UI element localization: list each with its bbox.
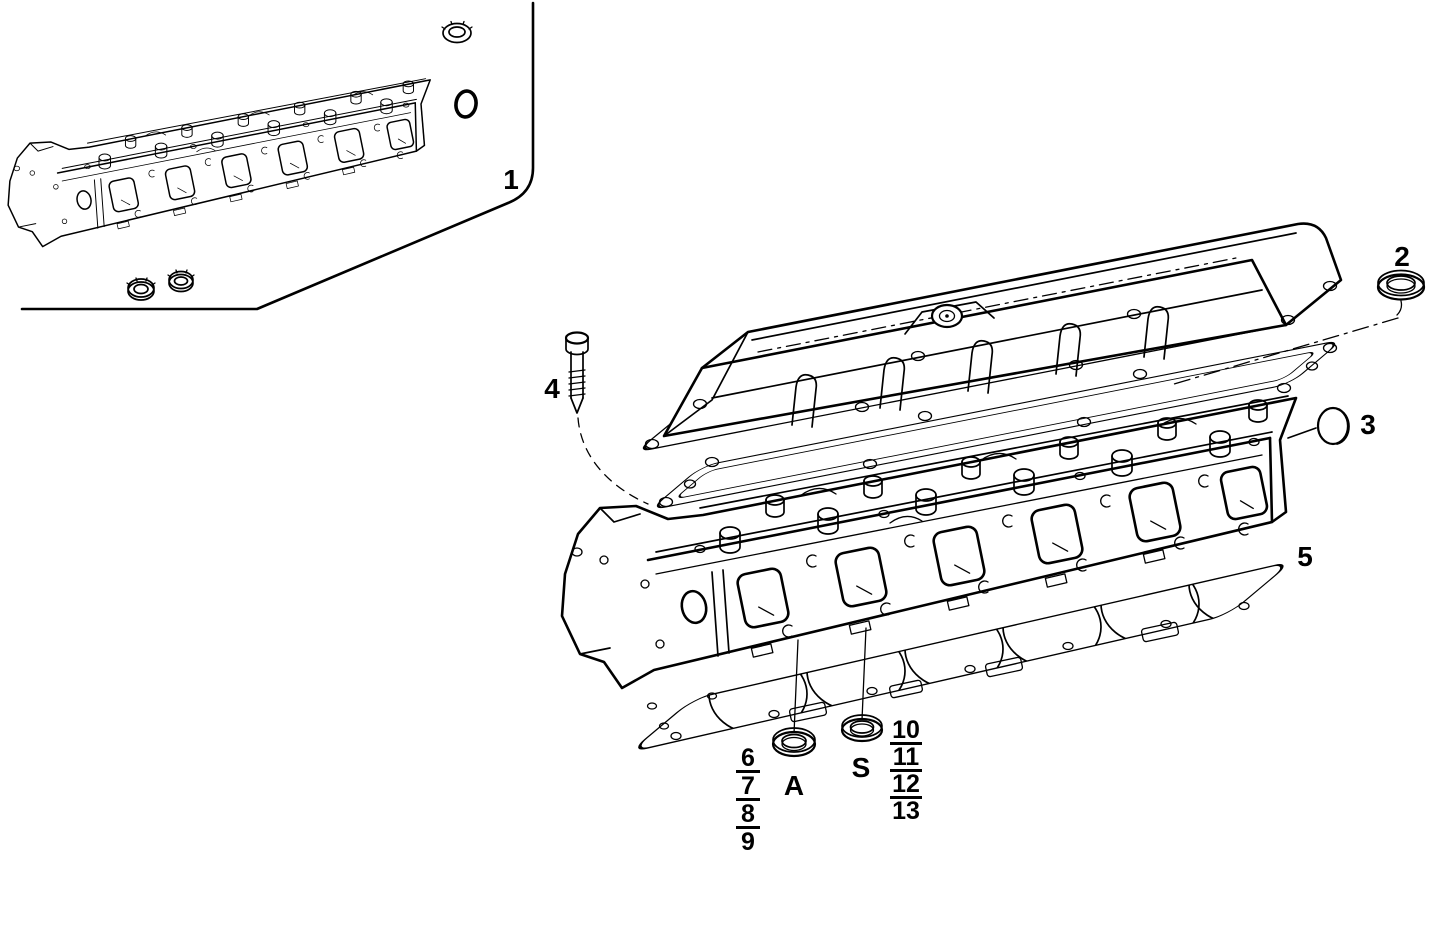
inset-cylinder-head	[7, 77, 431, 248]
washer-s-drawing	[840, 627, 884, 743]
callout-2: 2	[1394, 241, 1410, 272]
fraction-line	[890, 769, 922, 772]
inset-washer-2	[167, 269, 195, 293]
fraction-line	[736, 798, 760, 801]
valve-cover-body	[662, 222, 1343, 438]
callout-12: 12	[892, 770, 920, 798]
cover-cap-boss	[904, 301, 995, 335]
callout-11: 11	[893, 743, 920, 771]
inset-seal-ring	[441, 20, 473, 44]
callout-6: 6	[741, 744, 755, 772]
valve-cover-drawing	[642, 222, 1343, 451]
callout-10: 10	[892, 716, 920, 744]
inset-panel-border	[20, 1, 535, 311]
bolt-leader-line	[577, 417, 649, 505]
washer-a-label: A	[784, 770, 804, 801]
washer-s-label: S	[852, 752, 871, 783]
valve-cover-gasket-drawing	[656, 341, 1338, 509]
gasket-bolt-holes	[646, 601, 1250, 741]
washer-a-drawing	[771, 639, 817, 758]
inset-washer-1	[126, 277, 156, 301]
fraction-line	[736, 770, 760, 773]
cap-plug-leader-line	[1287, 427, 1317, 439]
washer-s-leader-line	[861, 627, 867, 721]
callout-13: 13	[892, 797, 920, 825]
cover-flange-holes	[644, 280, 1338, 450]
callout-4: 4	[544, 373, 560, 404]
cover-ribs	[791, 305, 1170, 428]
inset-panel: 1	[7, 1, 535, 311]
washer-a-leader-line	[793, 639, 799, 735]
callout-stack-left: 6 7 8 9	[736, 744, 760, 856]
inset-plug-hole	[454, 89, 478, 119]
callout-3: 3	[1360, 409, 1376, 440]
gasket-slots	[788, 621, 1180, 723]
seal-ring-leader-line	[1173, 317, 1399, 385]
bolt-drawing	[564, 331, 649, 505]
callout-5: 5	[1297, 541, 1313, 572]
callout-9: 9	[741, 828, 755, 856]
callout-7: 7	[741, 772, 755, 800]
callout-8: 8	[741, 800, 755, 828]
fraction-line	[890, 796, 922, 799]
fraction-line	[736, 826, 760, 829]
fraction-line	[890, 742, 922, 745]
cap-plug-drawing	[1287, 406, 1350, 446]
callout-stack-right: 10 11 12 13	[890, 716, 922, 825]
cover-gasket-holes	[658, 342, 1338, 508]
callout-1: 1	[503, 164, 519, 195]
seal-ring-drawing	[1173, 269, 1426, 385]
